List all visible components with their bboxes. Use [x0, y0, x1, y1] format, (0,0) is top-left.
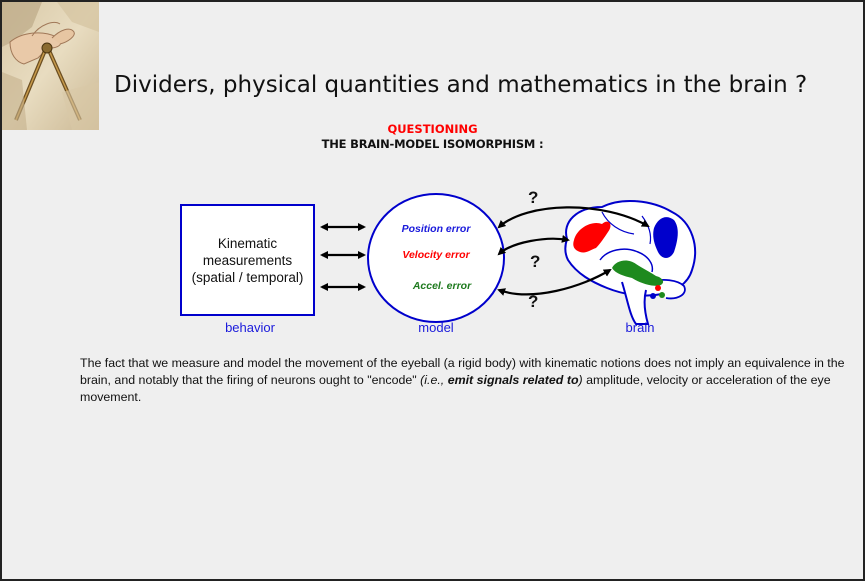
paragraph-ie: (i.e., emit signals related to): [420, 373, 583, 387]
kinematic-measurements-text: Kinematic measurements (spatial / tempor…: [191, 235, 304, 285]
kinematic-measurements-box: Kinematic measurements (spatial / tempor…: [180, 204, 315, 316]
paragraph-text-2: amplitude, velocity or acceleration of t…: [80, 373, 831, 404]
behavior-model-arrows: [320, 223, 366, 291]
paragraph-italic-open: (i.e.,: [420, 373, 448, 387]
velocity-error-label: Velocity error: [402, 249, 470, 261]
paragraph-text-1: The fact that we measure and model the m…: [80, 356, 845, 387]
model-caption: model: [418, 320, 454, 335]
curve-arrow-accel: [497, 268, 612, 296]
dividers-icon: [2, 2, 99, 130]
accel-error-label: Accel. error: [412, 280, 472, 292]
slide-title: Dividers, physical quantities and mathem…: [114, 72, 808, 98]
brain-illustration: [564, 200, 697, 325]
model-circle: [367, 193, 505, 323]
curve-arrow-velocity: [497, 234, 570, 256]
paragraph-italic-close: ): [578, 373, 583, 387]
curve-arrow-position: [497, 206, 650, 229]
position-error-label: Position error: [401, 223, 471, 235]
question-mark-2: ?: [530, 252, 541, 271]
model-brain-arrows: [497, 206, 650, 296]
question-mark-1: ?: [528, 188, 539, 207]
behavior-caption: behavior: [225, 320, 275, 335]
paragraph-emphasis: emit signals related to: [447, 373, 579, 387]
questioning-heading: QUESTIONING: [387, 122, 478, 136]
explanation-paragraph: The fact that we measure and model the m…: [80, 355, 850, 406]
isomorphism-subtitle: THE BRAIN-MODEL ISOMORPHISM :: [321, 137, 544, 151]
brain-caption: brain: [625, 320, 655, 335]
question-mark-3: ?: [528, 292, 539, 311]
